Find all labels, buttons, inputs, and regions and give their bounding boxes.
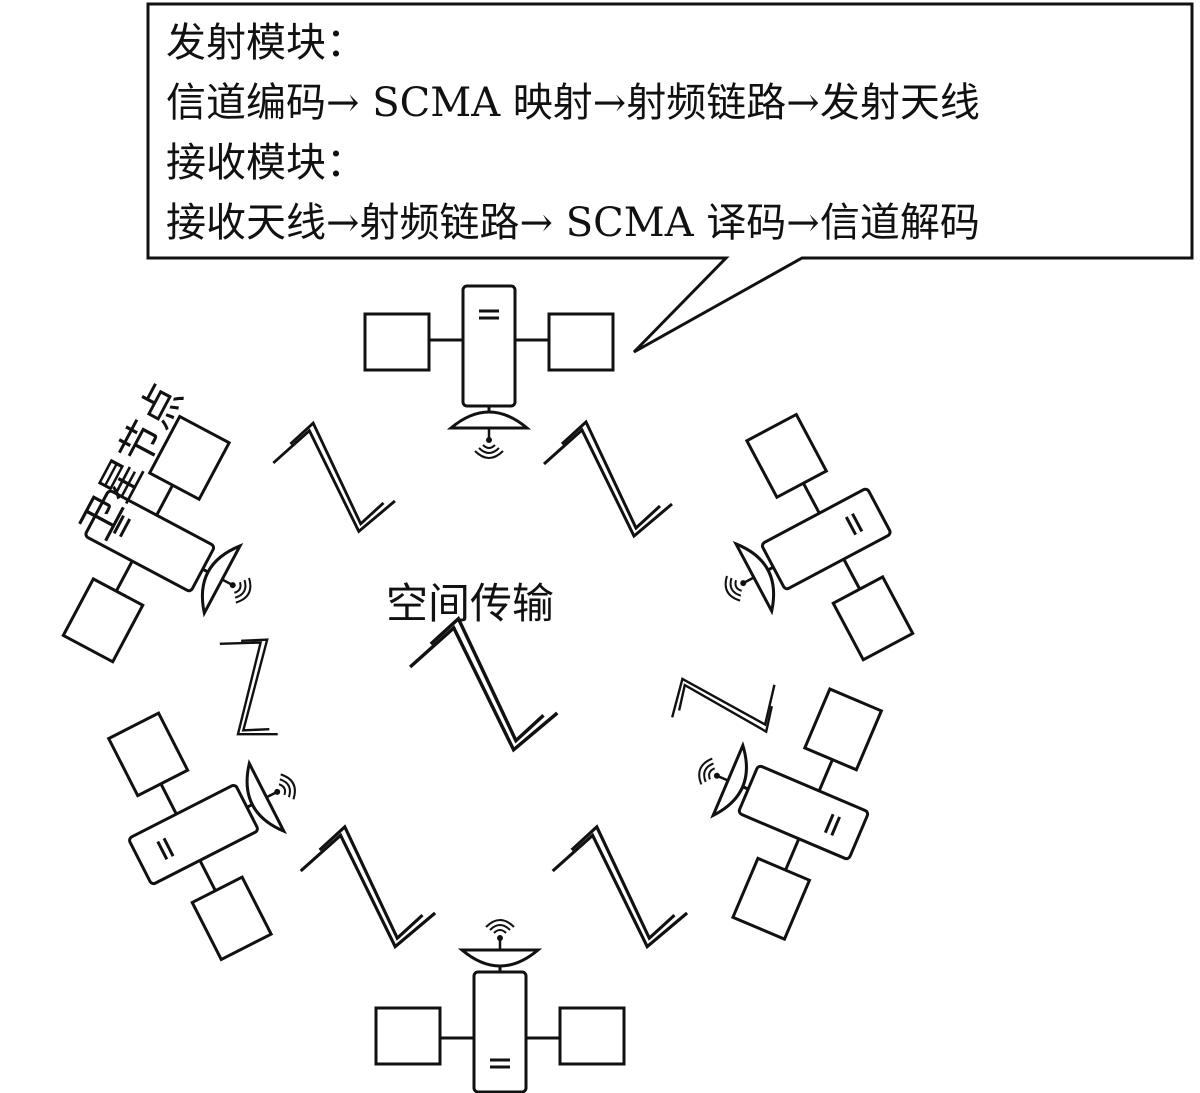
satellite-lower-left — [82, 671, 352, 974]
links-group — [181, 420, 795, 949]
link-top-left — [271, 421, 397, 533]
link-left — [181, 616, 322, 755]
satellite-upper-left — [37, 401, 309, 705]
link-bottom-right — [551, 825, 689, 949]
link-center — [408, 616, 560, 752]
callout-box — [146, 2, 1194, 354]
link-top-right — [542, 420, 674, 538]
satellite-upper-right — [667, 399, 939, 703]
tx-module-title: 发射模块： — [166, 20, 366, 66]
rx-module-title: 接收模块： — [166, 140, 366, 186]
satellite-lower-right — [650, 653, 909, 952]
space-transmission-label: 空间传输 — [386, 579, 555, 628]
link-bottom-left — [299, 825, 437, 949]
satellite-bottom — [374, 918, 626, 1093]
rx-module-chain: 接收天线→射频链路→ SCMA 译码→信道解码 — [166, 200, 980, 246]
link-right — [656, 636, 795, 773]
tx-module-chain: 信道编码→ SCMA 映射→射频链路→发射天线 — [166, 80, 980, 126]
